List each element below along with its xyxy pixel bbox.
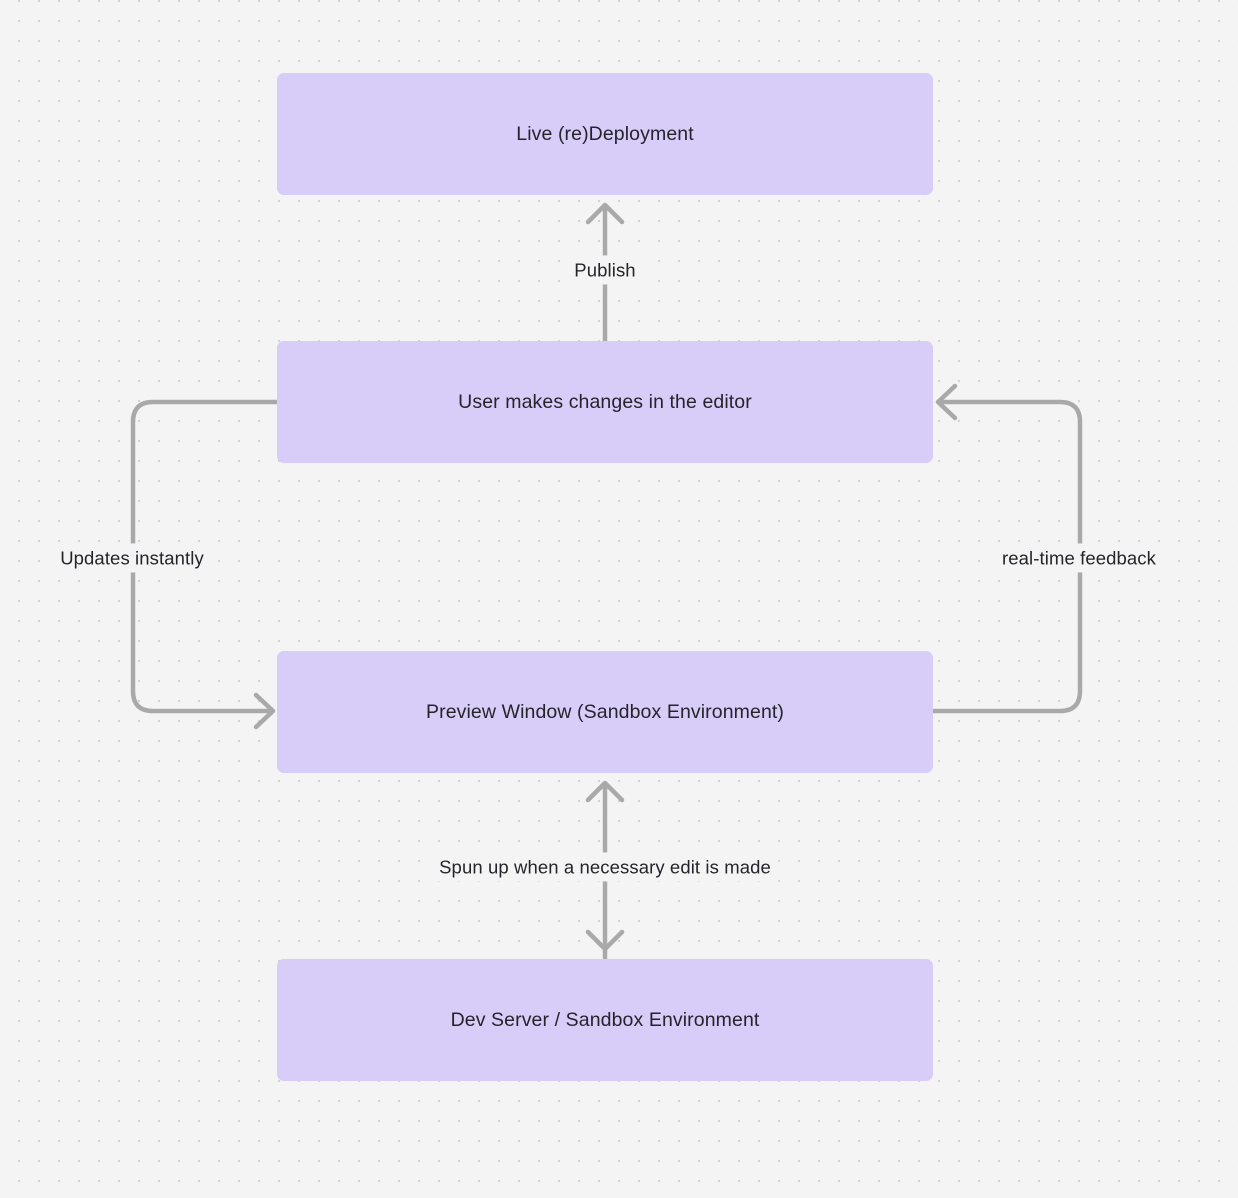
edge-label-publish: Publish [567,255,643,285]
edge-label-updates-instantly: Updates instantly [53,543,211,573]
node-user-edits[interactable]: User makes changes in the editor [277,341,933,463]
node-preview-window[interactable]: Preview Window (Sandbox Environment) [277,651,933,773]
node-user-edits-label: User makes changes in the editor [458,390,752,413]
node-preview-window-label: Preview Window (Sandbox Environment) [426,700,784,723]
node-dev-server-label: Dev Server / Sandbox Environment [450,1008,760,1031]
node-live-deployment[interactable]: Live (re)Deployment [277,73,933,195]
node-dev-server[interactable]: Dev Server / Sandbox Environment [277,959,933,1081]
edge-label-real-time-feedback: real-time feedback [995,543,1163,573]
edge-label-spun-up: Spun up when a necessary edit is made [432,852,778,882]
node-live-deployment-label: Live (re)Deployment [516,122,694,145]
